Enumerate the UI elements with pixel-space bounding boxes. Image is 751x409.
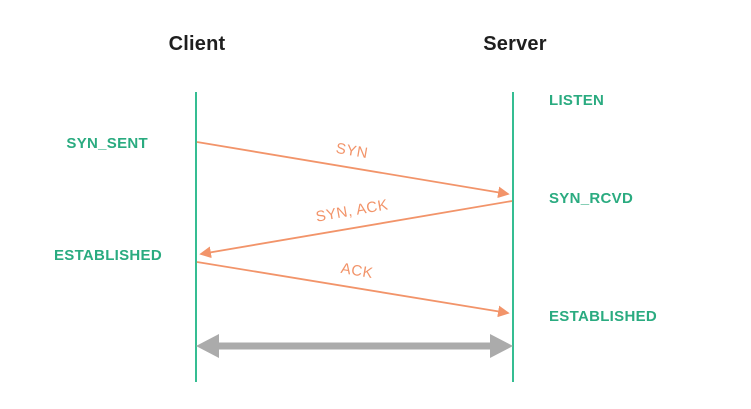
server-title: Server: [483, 33, 547, 55]
server-state-established: ESTABLISHED: [549, 308, 658, 325]
data-transfer-arrow: [196, 334, 513, 358]
server-state-listen: LISTEN: [549, 92, 605, 109]
syn-ack-arrow: [199, 200, 513, 259]
syn-arrow: [196, 141, 510, 199]
client-state-established: ESTABLISHED: [53, 247, 162, 264]
client-title: Client: [168, 33, 226, 55]
server-state-syn-rcvd: SYN_RCVD: [549, 190, 634, 207]
ack-arrow: [196, 261, 510, 318]
client-state-syn-sent: SYN_SENT: [66, 135, 148, 152]
